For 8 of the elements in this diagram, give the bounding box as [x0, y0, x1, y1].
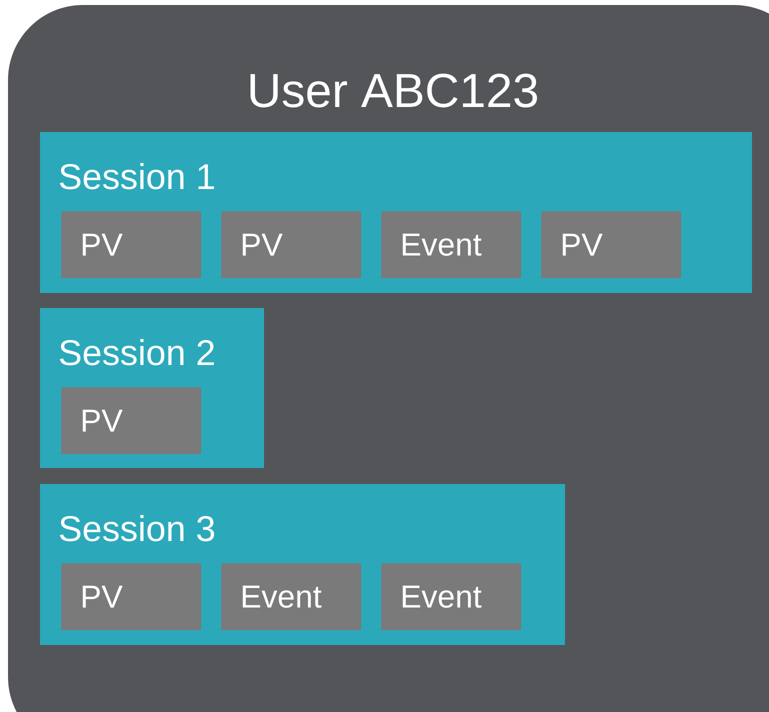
hit-box: PV — [61, 563, 202, 630]
hit-box: PV — [221, 211, 362, 278]
hit-box: Event — [221, 563, 362, 630]
hit-box: Event — [381, 563, 522, 630]
hit-box: PV — [541, 211, 682, 278]
hit-box: PV — [61, 211, 202, 278]
hit-box: Event — [381, 211, 522, 278]
hit-box: PV — [61, 387, 202, 454]
